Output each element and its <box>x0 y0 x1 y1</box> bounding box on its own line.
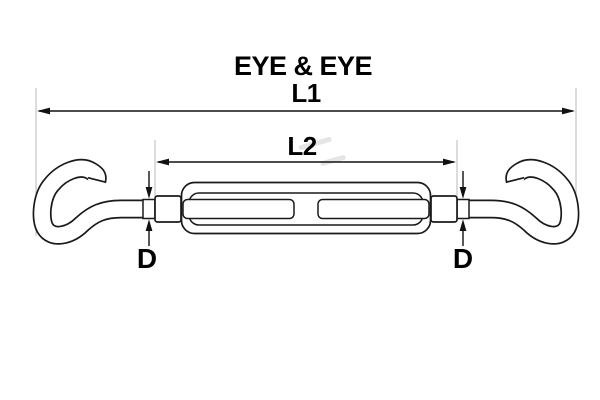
d-right-up-arrowhead <box>459 219 467 231</box>
d-label-left: D <box>137 243 157 274</box>
d-left-down-arrowhead <box>145 187 153 199</box>
threaded-rod-left-inside-body <box>182 198 295 220</box>
exposed-thread-left <box>142 198 156 220</box>
l2-arrowhead-left <box>156 158 169 166</box>
drawing-title: EYE & EYE <box>234 51 372 81</box>
l1-arrowhead-right <box>562 107 575 115</box>
labels: EYE & EYE L1 L2 D D <box>137 51 473 274</box>
d-label-right: D <box>453 243 473 274</box>
d-left-up-arrowhead <box>145 219 153 231</box>
exposed-thread-right <box>456 198 470 220</box>
l1-arrowhead-left <box>37 107 50 115</box>
l2-arrowhead-right <box>443 158 456 166</box>
nut-right <box>430 195 458 223</box>
l2-label: L2 <box>287 131 316 161</box>
nut-left <box>154 195 182 223</box>
left-hook-tip-cut <box>87 176 107 184</box>
left-hook <box>32 158 143 245</box>
d-right-down-arrowhead <box>459 187 467 199</box>
right-hook-tip-cut <box>505 176 525 184</box>
turnbuckle-body <box>180 181 432 235</box>
l1-label: L1 <box>291 78 320 108</box>
threaded-rod-right-inside-body <box>317 198 430 220</box>
dimension-annotations <box>37 107 575 246</box>
right-hook <box>469 158 580 245</box>
thread-and-nuts <box>142 195 470 223</box>
